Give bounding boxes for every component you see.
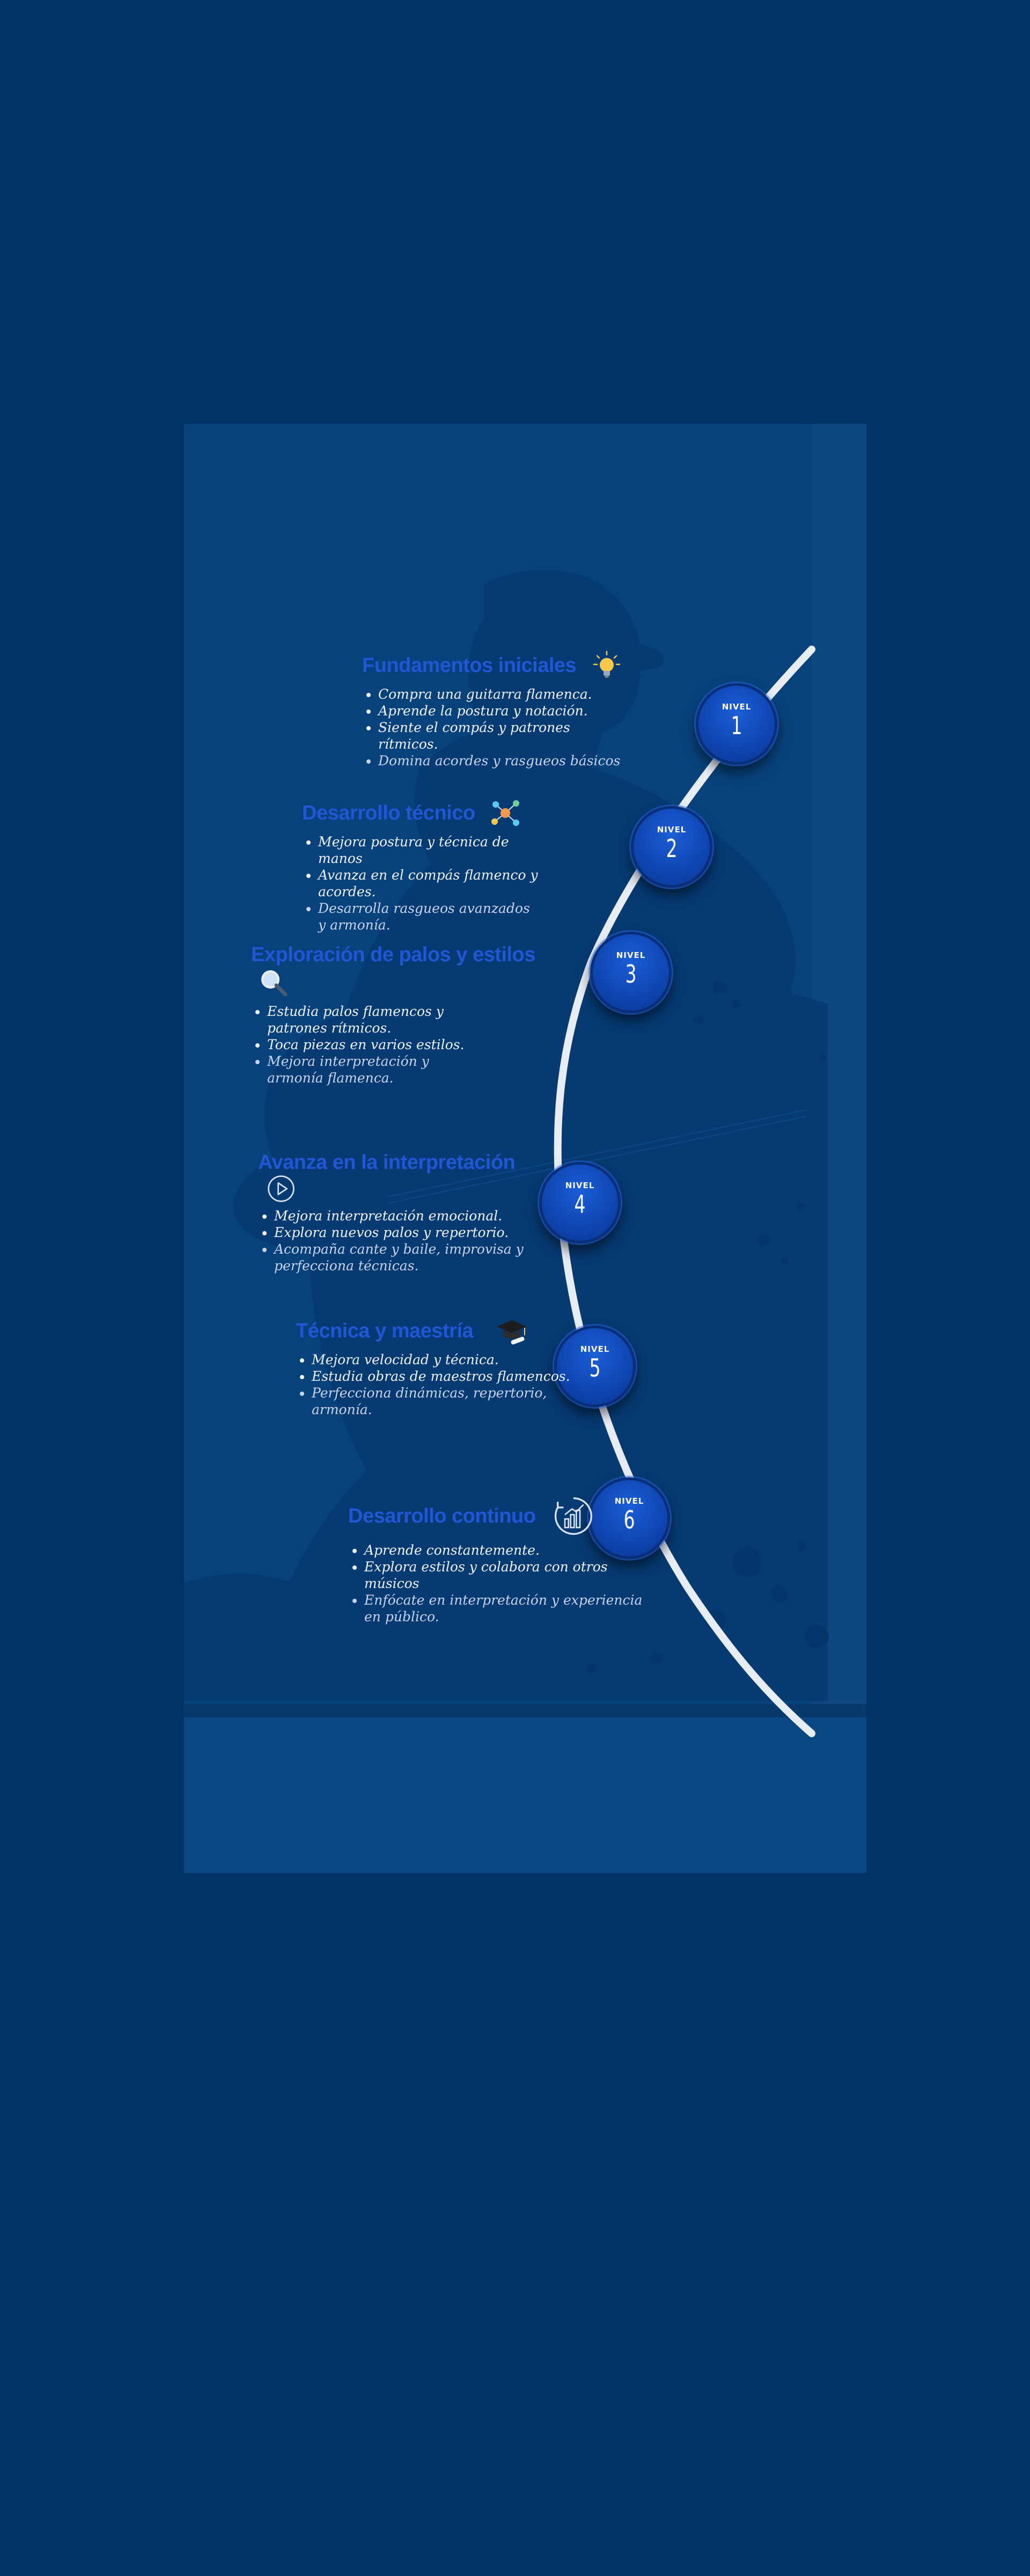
badge-label: NIVEL xyxy=(614,1496,644,1506)
list-item: Domina acordes y rasgueos básicos xyxy=(378,752,630,769)
step-5: Técnica y maestría Mejora velocidad y té… xyxy=(296,1315,585,1418)
step-6: Desarrollo continuo Aprende constantemen… xyxy=(348,1495,649,1625)
level-badge-5: NIVEL 5 xyxy=(554,1326,636,1407)
badge-number: 5 xyxy=(589,1353,601,1382)
panel-divider xyxy=(184,1704,866,1717)
badge-label: NIVEL xyxy=(580,1344,610,1354)
infographic-panel: NIVEL 1 NIVEL 2 NIVEL 3 NIVEL 4 NIVEL 5 … xyxy=(184,424,866,1873)
list-item: Aprende la postura y notación. xyxy=(378,702,630,719)
step-title: Fundamentos iniciales xyxy=(362,654,577,677)
badge-label: NIVEL xyxy=(616,950,646,960)
play-icon xyxy=(268,1175,295,1202)
badge-number: 4 xyxy=(574,1190,586,1219)
badge-label: NIVEL xyxy=(722,702,752,712)
step-title: Desarrollo continuo xyxy=(348,1504,536,1527)
level-badge-1: NIVEL 1 xyxy=(696,683,777,765)
step-1: Fundamentos iniciales Compra una guitarr… xyxy=(362,649,630,769)
step-title: Avanza en la interpretación xyxy=(258,1151,516,1174)
list-item: Mejora postura y técnica de manos xyxy=(318,833,538,867)
list-item: Estudia obras de maestros flamencos. xyxy=(312,1368,585,1385)
list-item: Estudia palos flamencos y patrones rítmi… xyxy=(267,1003,476,1036)
badge-label: NIVEL xyxy=(565,1181,595,1190)
list-item: Compra una guitarra flamenca. xyxy=(378,686,630,702)
step-title: Desarrollo técnico xyxy=(302,801,475,824)
badge-number: 2 xyxy=(666,834,678,863)
step-3: Exploración de palos y estilos Estudia p… xyxy=(251,943,535,1086)
list-item: Mejora interpretación y armonía flamenca… xyxy=(267,1053,476,1086)
step-4: Avanza en la interpretación Mejora inter… xyxy=(258,1151,526,1274)
list-item: Siente el compás y patrones rítmicos. xyxy=(378,719,630,752)
badge-number: 3 xyxy=(625,960,637,989)
lightbulb-icon xyxy=(593,650,620,678)
list-item: Explora nuevos palos y repertorio. xyxy=(274,1224,526,1241)
list-item: Avanza en el compás flamenco y acordes. xyxy=(318,867,538,900)
list-item: Mejora interpretación emocional. xyxy=(274,1208,526,1224)
step-title: Exploración de palos y estilos xyxy=(251,943,535,966)
list-item: Perfecciona dinámicas, repertorio, armon… xyxy=(312,1385,585,1418)
list-item: Mejora velocidad y técnica. xyxy=(312,1351,585,1368)
step-bullets: Mejora interpretación emocional. Explora… xyxy=(258,1208,526,1274)
network-icon xyxy=(491,800,520,826)
badge-number: 1 xyxy=(731,711,742,740)
list-item: Enfócate en interpretación y experiencia… xyxy=(364,1592,649,1625)
step-bullets: Mejora velocidad y técnica. Estudia obra… xyxy=(296,1351,585,1418)
step-2: Desarrollo técnico Mejora postura y técn… xyxy=(302,797,538,933)
step-bullets: Aprende constantemente. Explora estilos … xyxy=(348,1542,649,1625)
list-item: Acompaña cante y baile, improvisa y perf… xyxy=(274,1241,526,1274)
step-bullets: Compra una guitarra flamenca. Aprende la… xyxy=(362,686,630,769)
growth-chart-icon xyxy=(554,1497,592,1535)
magnifier-icon xyxy=(261,970,288,997)
step-bullets: Mejora postura y técnica de manos Avanza… xyxy=(302,833,538,933)
list-item: Aprende constantemente. xyxy=(364,1542,649,1558)
badge-number: 6 xyxy=(623,1505,635,1534)
list-item: Desarrolla rasgueos avanzados y armonía. xyxy=(318,900,538,933)
list-item: Explora estilos y colabora con otros mús… xyxy=(364,1558,649,1592)
step-title: Técnica y maestría xyxy=(296,1319,474,1342)
step-bullets: Estudia palos flamencos y patrones rítmi… xyxy=(251,1003,476,1086)
level-badge-6: NIVEL 6 xyxy=(588,1477,670,1559)
level-badge-3: NIVEL 3 xyxy=(590,932,672,1013)
badge-label: NIVEL xyxy=(657,825,687,835)
list-item: Toca piezas en varios estilos. xyxy=(267,1036,476,1053)
panel-footer-band xyxy=(184,1717,866,1873)
timeline-curve xyxy=(554,646,815,1737)
graduation-cap-icon xyxy=(496,1320,527,1345)
level-badge-4: NIVEL 4 xyxy=(539,1162,621,1243)
level-badge-2: NIVEL 2 xyxy=(631,806,712,888)
